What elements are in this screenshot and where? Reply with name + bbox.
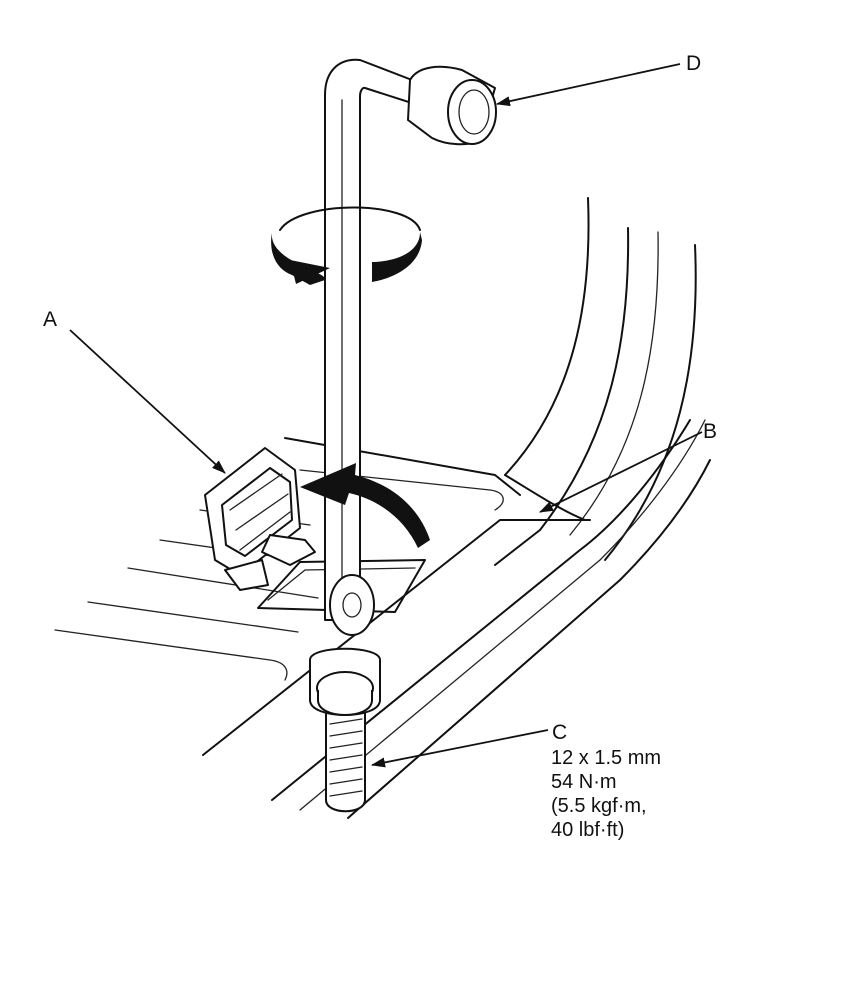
spec-thread-size: 12 x 1.5 mm [551, 747, 662, 769]
tie-down-bolt [309, 647, 381, 813]
cover-clip [204, 447, 316, 591]
body-panel-lines [202, 197, 711, 819]
label-b: B [703, 420, 718, 443]
wheel-nut-wrench [324, 58, 497, 636]
open-arrow [300, 463, 430, 548]
rotation-arrow [271, 206, 422, 285]
spec-torque-nm: 54 N·m [551, 771, 617, 793]
leader-d [496, 63, 681, 107]
leader-c [371, 729, 549, 768]
leader-b [539, 431, 703, 513]
spec-torque-lbfft: 40 lbf·ft) [551, 819, 625, 841]
label-a: A [43, 308, 58, 331]
spec-torque-kgfm: (5.5 kgf·m, [551, 795, 647, 817]
label-c: C [552, 721, 568, 744]
bolt-torque-spec: 12 x 1.5 mm 54 N·m (5.5 kgf·m, 40 lbf·ft… [551, 746, 661, 842]
leader-a [69, 329, 226, 474]
label-d: D [686, 52, 702, 75]
